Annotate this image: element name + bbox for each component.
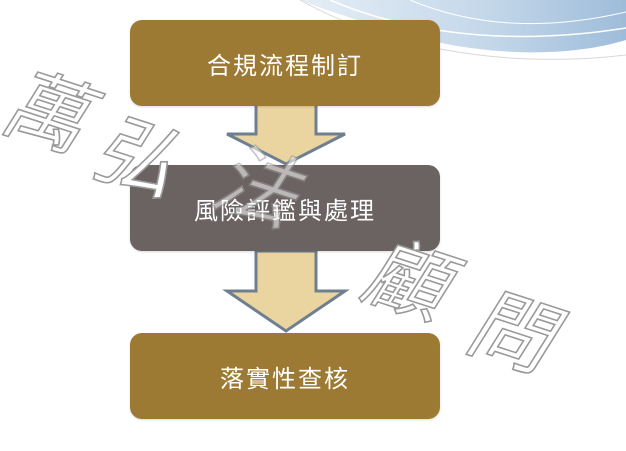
step-box-risk-assessment: 風險評鑑與處理: [130, 165, 440, 251]
step-label: 合規流程制訂: [207, 51, 363, 80]
step-box-implementation-audit: 落實性查核: [130, 333, 440, 419]
step-box-compliance-process: 合規流程制訂: [130, 20, 440, 106]
step-label: 落實性查核: [220, 364, 350, 393]
step-label: 風險評鑑與處理: [194, 196, 376, 225]
